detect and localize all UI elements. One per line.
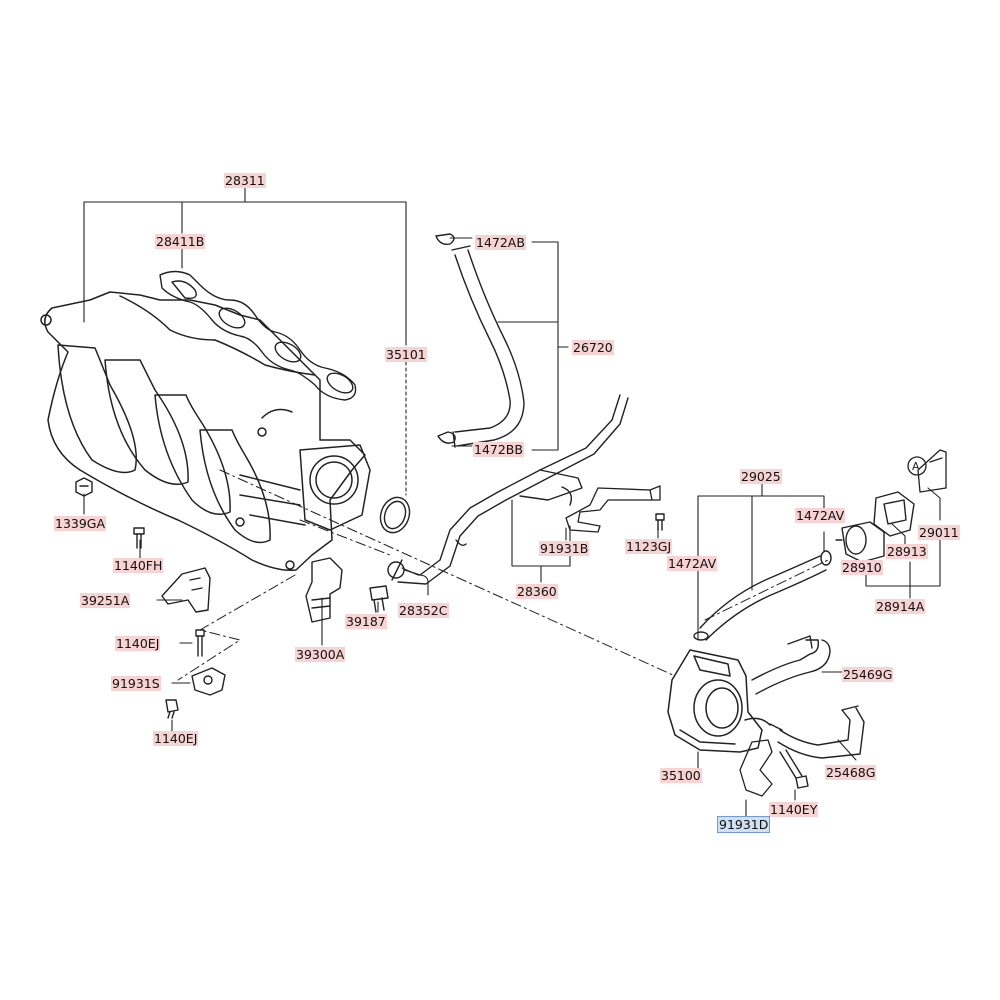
part-label-28913[interactable]: 28913 [886, 544, 928, 559]
part-label-29025[interactable]: 29025 [740, 469, 782, 484]
part-label-1140ey[interactable]: 1140EY [769, 802, 819, 817]
part-label-35101[interactable]: 35101 [385, 347, 427, 362]
hose-25469G [751, 635, 831, 695]
part-label-1140ej-lower[interactable]: 1140EJ [153, 731, 199, 746]
part-label-28311[interactable]: 28311 [224, 173, 266, 188]
bracket-39251A [161, 567, 211, 613]
part-label-39300a[interactable]: 39300A [295, 647, 346, 662]
holder-28913 [873, 491, 915, 537]
bracket-91931S [191, 667, 226, 696]
bolt-1123GJ [655, 513, 665, 531]
part-label-28360[interactable]: 28360 [516, 584, 558, 599]
hose-25468G [769, 705, 865, 759]
breather-hose [435, 233, 525, 448]
part-label-1472av-lower[interactable]: 1472AV [667, 556, 718, 571]
sensor-39300A [305, 557, 343, 623]
pcv-pipe [387, 394, 629, 585]
callout-a: A [912, 460, 920, 473]
throttle-body [667, 649, 771, 753]
part-label-28914a[interactable]: 28914A [875, 599, 926, 614]
bracket-29011 [907, 449, 947, 493]
part-label-1472bb[interactable]: 1472BB [473, 442, 524, 457]
part-label-26720[interactable]: 26720 [572, 340, 614, 355]
o-ring [379, 496, 411, 534]
part-label-28411b[interactable]: 28411B [155, 234, 206, 249]
hose-29025 [693, 550, 832, 641]
gasket-91931D [739, 739, 773, 797]
leader-lines [83, 187, 941, 817]
part-label-1472ab[interactable]: 1472AB [475, 235, 526, 250]
part-label-91931s[interactable]: 91931S [111, 676, 161, 691]
part-label-28352c[interactable]: 28352C [398, 603, 449, 618]
pipe-bracket [565, 485, 661, 533]
manifold-gasket [159, 270, 357, 401]
part-label-1339ga[interactable]: 1339GA [54, 516, 107, 531]
part-label-29011[interactable]: 29011 [918, 525, 960, 540]
bolt-39187 [369, 585, 389, 613]
part-label-91931d[interactable]: 91931D [717, 816, 771, 833]
valve-28910 [835, 521, 885, 563]
part-label-1472av-upper[interactable]: 1472AV [795, 508, 846, 523]
nut-1339GA [75, 477, 93, 497]
part-label-1140fh[interactable]: 1140FH [113, 558, 164, 573]
part-label-91931b[interactable]: 91931B [539, 541, 590, 556]
part-label-28910[interactable]: 28910 [841, 560, 883, 575]
part-label-25469g[interactable]: 25469G [842, 667, 894, 682]
part-label-35100[interactable]: 35100 [660, 768, 702, 783]
bolt-1140EY [779, 749, 809, 789]
bolt-1140EJ-lower [165, 699, 179, 719]
part-label-1140ej-upper[interactable]: 1140EJ [115, 636, 161, 651]
part-label-25468g[interactable]: 25468G [825, 765, 877, 780]
intake-manifold [40, 291, 371, 572]
part-label-39187[interactable]: 39187 [345, 614, 387, 629]
bolt-1140FH [133, 527, 145, 549]
part-label-1123gj[interactable]: 1123GJ [625, 539, 673, 554]
bolt-1140EJ-upper [195, 629, 205, 657]
part-label-39251a[interactable]: 39251A [80, 593, 131, 608]
